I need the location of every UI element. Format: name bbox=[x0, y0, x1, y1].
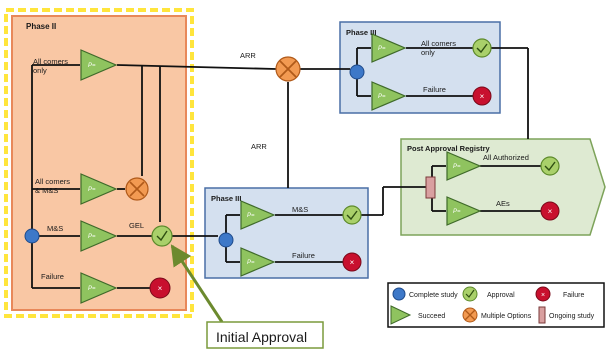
registry-ongoing-study-node bbox=[425, 176, 436, 199]
callout-box bbox=[206, 321, 324, 349]
callout-label: Initial Approval bbox=[216, 329, 307, 345]
phase3-bottom-title: Phase III bbox=[211, 194, 241, 203]
registry-approval-node bbox=[540, 156, 560, 176]
phase2-complete-study-node bbox=[24, 228, 40, 244]
phase3-top-triangle-failure: P= bbox=[371, 81, 407, 111]
phase3-top-approval-node bbox=[472, 38, 492, 58]
phase2-label-all-comers-only: All comers only bbox=[33, 57, 70, 75]
registry-row2-label: AEs bbox=[496, 199, 510, 208]
legend-succeed-label: Succeed bbox=[418, 313, 445, 320]
legend-approval-icon bbox=[462, 286, 478, 302]
svg-text:×: × bbox=[350, 258, 355, 267]
connector-lines bbox=[31, 47, 542, 289]
triangle-glyph: P= bbox=[247, 213, 255, 219]
phase3-bottom-complete-study-node bbox=[218, 232, 234, 248]
phase3-bottom-approval-node bbox=[342, 205, 362, 225]
phase2-label-all-comers-ms: All comers & M&S bbox=[35, 177, 72, 195]
legend-succeed-icon bbox=[390, 305, 412, 325]
phase3-top-triangle-success: P= bbox=[371, 33, 407, 63]
arr-multiple-options-node bbox=[275, 56, 301, 82]
gel-label: GEL bbox=[129, 221, 144, 230]
phase2-triangle-failure: P= bbox=[80, 272, 118, 304]
svg-text:×: × bbox=[158, 284, 163, 293]
triangle-glyph: P= bbox=[88, 63, 96, 69]
callout-arrow bbox=[170, 244, 224, 323]
phase3-bottom-triangle-success: P= bbox=[240, 200, 276, 230]
legend-multiple-options-label: Multiple Options bbox=[481, 313, 532, 320]
phase3-top-title: Phase III bbox=[346, 28, 376, 37]
legend-failure-label: Failure bbox=[563, 292, 585, 299]
phase3-top-failure-label: Failure bbox=[423, 85, 446, 94]
phase2-multiple-options-node bbox=[125, 177, 149, 201]
triangle-glyph: P= bbox=[453, 164, 461, 170]
gel-approval-node bbox=[151, 225, 173, 247]
triangle-glyph: P= bbox=[88, 286, 96, 292]
arr-label-vertical: ARR bbox=[251, 142, 267, 151]
legend-ongoing-study-label: Ongoing study bbox=[549, 313, 595, 320]
svg-text:×: × bbox=[480, 92, 485, 101]
phase3-bottom-failure-node: × bbox=[342, 252, 362, 272]
registry-failure-node: × bbox=[540, 201, 560, 221]
phase2-failure-node: × bbox=[149, 277, 171, 299]
legend-ongoing-study-icon bbox=[538, 306, 546, 324]
phase2-triangle-all-comers-ms: P= bbox=[80, 173, 118, 205]
legend-approval-label: Approval bbox=[487, 292, 515, 299]
triangle-glyph: P= bbox=[247, 260, 255, 266]
phase2-label-ms: M&S bbox=[47, 224, 63, 233]
legend-multiple-options-icon bbox=[462, 307, 478, 323]
phase2-title: Phase II bbox=[26, 22, 56, 31]
phase2-label-failure: Failure bbox=[41, 272, 64, 281]
triangle-glyph: P= bbox=[378, 94, 386, 100]
phase3-top-complete-study-node bbox=[349, 64, 365, 80]
legend-box bbox=[387, 282, 605, 328]
registry-row1-label: All Authorized bbox=[483, 153, 529, 162]
triangle-glyph: P= bbox=[378, 46, 386, 52]
triangle-glyph: P= bbox=[88, 234, 96, 240]
phase3-top-failure-node: × bbox=[472, 86, 492, 106]
phase3-bottom-triangle-failure: P= bbox=[240, 247, 276, 277]
phase3-bottom-success-label: M&S bbox=[292, 205, 308, 214]
triangle-glyph: P= bbox=[88, 187, 96, 193]
registry-triangle-aes: P= bbox=[446, 196, 482, 226]
registry-triangle-authorized: P= bbox=[446, 151, 482, 181]
legend-complete-study-icon bbox=[392, 287, 406, 301]
phase2-triangle-ms: P= bbox=[80, 220, 118, 252]
registry-title: Post Approval Registry bbox=[407, 144, 490, 153]
svg-text:×: × bbox=[541, 292, 545, 299]
triangle-glyph: P= bbox=[453, 209, 461, 215]
legend-complete-study-label: Complete study bbox=[409, 292, 458, 299]
phase2-triangle-all-comers-only: P= bbox=[80, 49, 118, 81]
phase3-top-success-label: All comers only bbox=[421, 39, 458, 57]
arr-label-horizontal: ARR bbox=[240, 51, 256, 60]
phase3-bottom-failure-label: Failure bbox=[292, 251, 315, 260]
phase3-bottom-box bbox=[204, 187, 369, 279]
legend-failure-icon: × bbox=[535, 286, 551, 302]
phase2-outer-dashed-border bbox=[4, 8, 194, 318]
svg-text:×: × bbox=[548, 207, 553, 216]
